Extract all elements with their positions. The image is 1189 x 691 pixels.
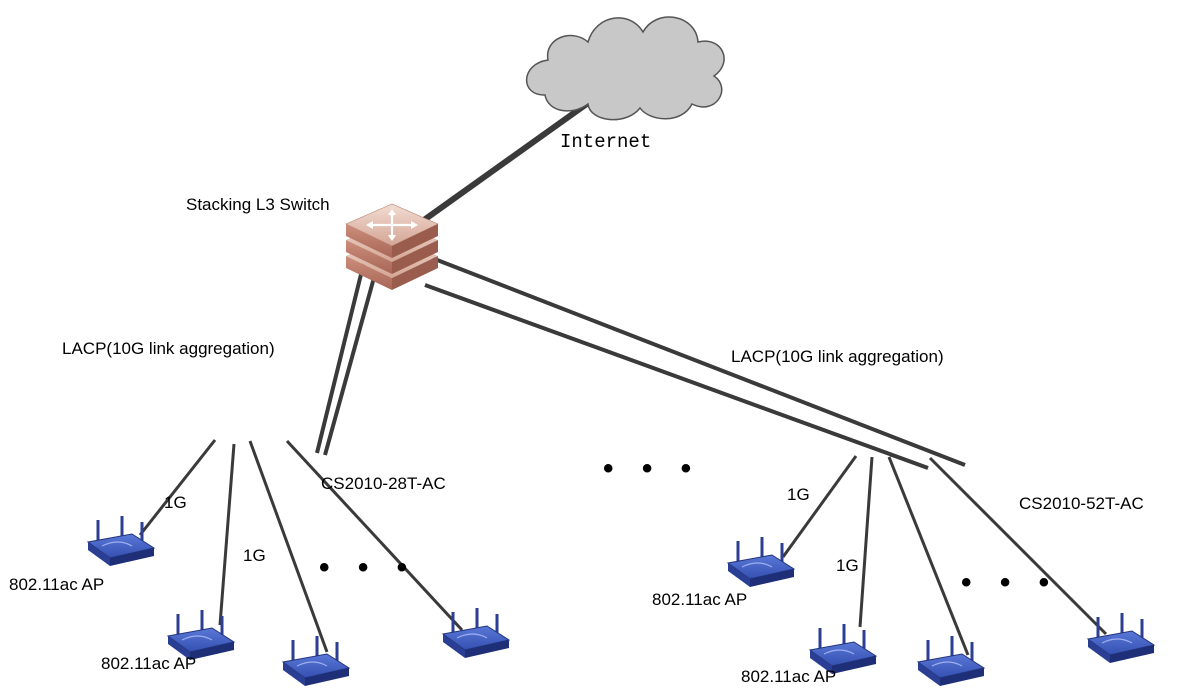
ap-link xyxy=(248,440,329,653)
lacp-link-left-a xyxy=(315,253,368,454)
ap-label: 802.11ac AP xyxy=(741,667,836,686)
ap-link xyxy=(887,456,970,656)
lacp-link-right-b xyxy=(424,283,929,470)
internet-label: Internet xyxy=(560,131,651,153)
cloud-icon xyxy=(525,16,725,121)
links xyxy=(138,95,1108,656)
ap-link xyxy=(781,455,858,558)
speed-label: 1G xyxy=(787,485,810,504)
wireless-ap-icon xyxy=(86,514,156,568)
speed-label: 1G xyxy=(164,493,187,512)
wireless-ap-icon xyxy=(281,634,351,688)
core-switch-label: Stacking L3 Switch xyxy=(186,195,330,214)
ellipsis-left: • • • xyxy=(319,551,417,584)
ap-label: 802.11ac AP xyxy=(9,575,104,594)
internet-uplink xyxy=(422,95,597,223)
ellipsis-right: • • • xyxy=(961,566,1059,599)
ap-link xyxy=(285,439,464,632)
lacp-left-label: LACP(10G link aggregation) xyxy=(62,339,275,358)
wireless-ap-icon xyxy=(916,634,986,688)
ellipsis-center: • • • xyxy=(603,452,701,485)
access-switch-right-label: CS2010-52T-AC xyxy=(1019,494,1144,513)
lacp-link-right-a xyxy=(431,256,966,467)
ap-label: 802.11ac AP xyxy=(652,590,747,609)
lacp-link-left-b xyxy=(323,273,377,456)
wireless-ap-icon xyxy=(166,608,236,662)
wireless-ap-icon xyxy=(1086,611,1156,665)
lacp-right-label: LACP(10G link aggregation) xyxy=(731,347,944,366)
ap-link xyxy=(138,439,217,536)
speed-label: 1G xyxy=(243,546,266,565)
speed-label: 1G xyxy=(836,556,859,575)
wireless-ap-icon xyxy=(441,606,511,660)
ap-link xyxy=(218,443,236,626)
ap-link xyxy=(928,456,1108,636)
wireless-ap-icon xyxy=(726,535,796,589)
ap-link xyxy=(858,456,874,628)
ap-label: 802.11ac AP xyxy=(101,654,196,673)
l3-switch-icon xyxy=(345,203,439,290)
access-switch-left-label: CS2010-28T-AC xyxy=(321,474,446,493)
